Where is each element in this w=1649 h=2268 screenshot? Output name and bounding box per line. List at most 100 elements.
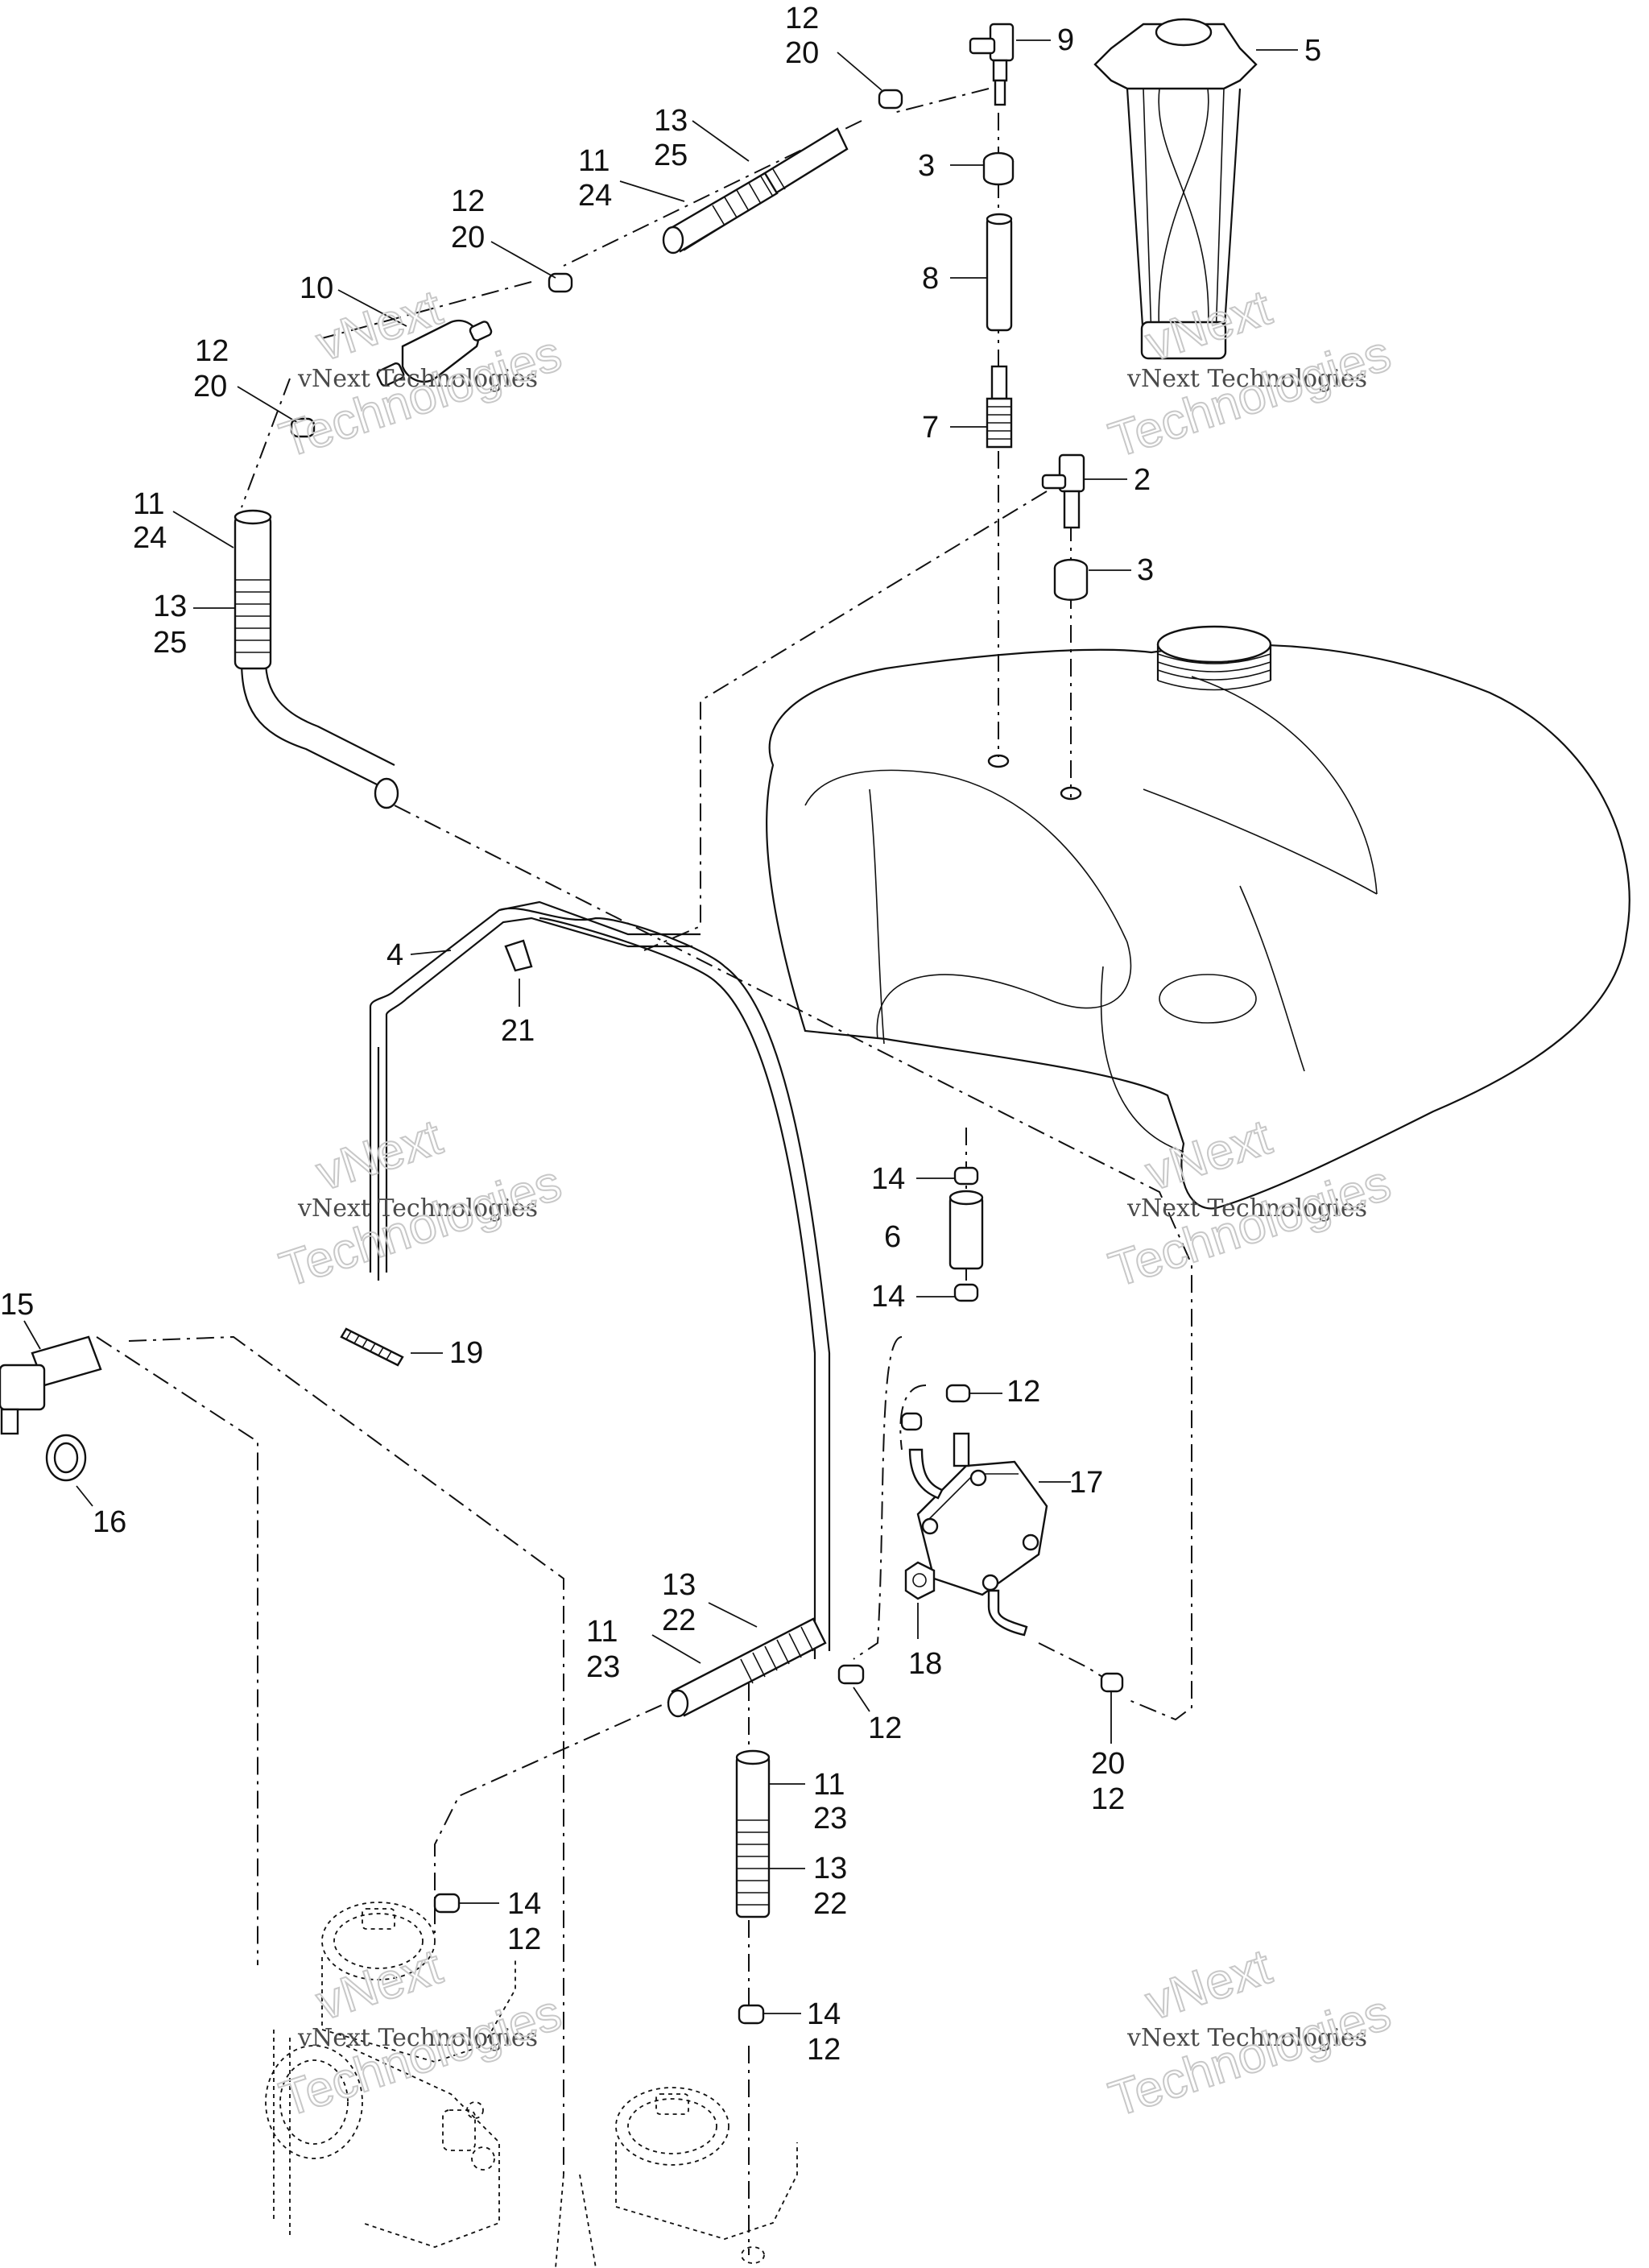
svg-text:vNext Technologies: vNext Technologies: [1126, 2024, 1367, 2052]
part-12-clamp: [290, 417, 316, 438]
callout-21: 21: [501, 1014, 535, 1048]
callout-23: 23: [586, 1650, 620, 1684]
callout-3: 3: [1137, 553, 1154, 587]
callout-20: 20: [785, 36, 819, 70]
carburetor-right: [466, 2087, 798, 2268]
part-12-clamp: [548, 272, 573, 293]
watermark: vNext vNext Technologies Technologies: [1102, 1108, 1399, 1298]
part-20-clamp: [1100, 1672, 1124, 1693]
callout-22: 22: [813, 1887, 847, 1921]
callout-13: 13: [153, 590, 187, 623]
part-15-switch: [0, 1335, 102, 1435]
part-9-elbow-fitting: [969, 23, 1015, 106]
callout-12: 12: [868, 1711, 902, 1745]
part-2-elbow-fitting: [1041, 453, 1085, 529]
part-19-spring: [340, 1327, 404, 1367]
part-21-grommet: [504, 939, 533, 972]
svg-text:Technologies: Technologies: [1103, 1155, 1398, 1297]
svg-text:vNext Technologies: vNext Technologies: [297, 1194, 538, 1223]
callout-13: 13: [662, 1568, 696, 1602]
svg-text:Technologies: Technologies: [1103, 1984, 1398, 2127]
callout-24: 24: [133, 521, 167, 555]
tank-filler-neck: [1156, 625, 1272, 691]
callout-19: 19: [449, 1336, 483, 1370]
svg-text:vNext: vNext: [1139, 1109, 1278, 1202]
part-7-nipple-fitting: [986, 365, 1013, 449]
callout-14: 14: [807, 1997, 841, 2031]
callout-10: 10: [300, 271, 333, 305]
part-11-13-hose-vertical: [735, 1749, 771, 1918]
callout-12: 12: [1006, 1375, 1040, 1409]
svg-text:vNext Technologies: vNext Technologies: [1126, 1194, 1367, 1223]
fuel-lines: [240, 515, 831, 1659]
callout-11: 11: [813, 1768, 845, 1802]
callout-11: 11: [133, 487, 164, 521]
part-12-clamp: [837, 1664, 865, 1685]
callout-20: 20: [193, 370, 227, 404]
svg-text:vNext: vNext: [1139, 1939, 1278, 2031]
callout-12: 12: [785, 2, 819, 35]
part-12-clamp: [900, 1384, 971, 1431]
svg-text:Technologies: Technologies: [274, 1984, 568, 2127]
svg-text:Technologies: Technologies: [274, 1155, 568, 1297]
callout-13: 13: [654, 104, 688, 138]
callout-18: 18: [908, 1647, 942, 1681]
callout-24: 24: [578, 179, 612, 213]
callout-11: 11: [586, 1615, 618, 1649]
callout-12: 12: [507, 1922, 541, 1956]
part-12-clamp: [878, 89, 903, 110]
part-3-grommet-lower: [1053, 558, 1089, 601]
callout-14: 14: [871, 1162, 905, 1196]
callout-20: 20: [1091, 1747, 1125, 1781]
watermark: vNext vNext Technologies Technologies: [273, 1108, 569, 1298]
svg-text:vNext Technologies: vNext Technologies: [1126, 365, 1367, 393]
callout-9: 9: [1057, 23, 1074, 57]
callout-22: 22: [662, 1604, 696, 1637]
part-14-clamp: [953, 1166, 979, 1186]
fuel-tank: [766, 625, 1630, 1210]
callout-12: 12: [451, 184, 485, 218]
callout-2: 2: [1134, 463, 1151, 497]
callout-17: 17: [1069, 1466, 1103, 1500]
svg-text:vNext Technologies: vNext Technologies: [297, 2024, 538, 2052]
part-11-13-hose-upper: [662, 127, 849, 255]
callout-20: 20: [451, 221, 485, 255]
tank-port-hole: [987, 754, 1010, 768]
callout-25: 25: [654, 139, 688, 172]
svg-text:vNext: vNext: [310, 1939, 448, 2031]
callout-13: 13: [813, 1852, 847, 1885]
watermark: vNext vNext Technologies Technologies: [1102, 1938, 1399, 2128]
svg-text:vNext Technologies: vNext Technologies: [297, 365, 538, 393]
callout-6: 6: [884, 1220, 901, 1254]
callout-3: 3: [918, 149, 935, 183]
part-3-grommet-upper: [982, 151, 1015, 186]
watermark: vNext vNext Technologies Technologies: [273, 279, 569, 469]
callout-4: 4: [386, 938, 403, 972]
part-14-clamp: [433, 1893, 461, 1914]
callout-16: 16: [93, 1505, 126, 1539]
part-18-nut: [904, 1561, 936, 1600]
part-16-ring-nut: [45, 1434, 87, 1482]
callout-12: 12: [195, 334, 229, 368]
carburetor-left: [265, 1902, 516, 2248]
assembly-center-lines: [96, 88, 1192, 2255]
callout-8: 8: [922, 262, 939, 296]
watermark: vNext vNext Technologies Technologies: [273, 1938, 569, 2128]
part-10-fuel-filter: [376, 320, 493, 387]
callout-14: 14: [507, 1887, 541, 1921]
part-8-tube: [986, 213, 1013, 332]
callout-15: 15: [0, 1288, 34, 1322]
part-6-hose: [948, 1190, 984, 1270]
callout-5: 5: [1304, 34, 1321, 68]
part-14-clamp: [738, 2004, 765, 2025]
callout-12: 12: [1091, 1782, 1125, 1816]
part-11-13-hose-lower-left: [234, 509, 399, 809]
watermark: vNext vNext Technologies Technologies: [1102, 279, 1399, 469]
leader-lines: [23, 39, 1298, 2014]
part-11-13-hose-middle: [667, 1617, 827, 1718]
part-5-fuel-level-sender: [1093, 18, 1258, 360]
callout-23: 23: [813, 1802, 847, 1836]
callout-7: 7: [922, 411, 939, 445]
